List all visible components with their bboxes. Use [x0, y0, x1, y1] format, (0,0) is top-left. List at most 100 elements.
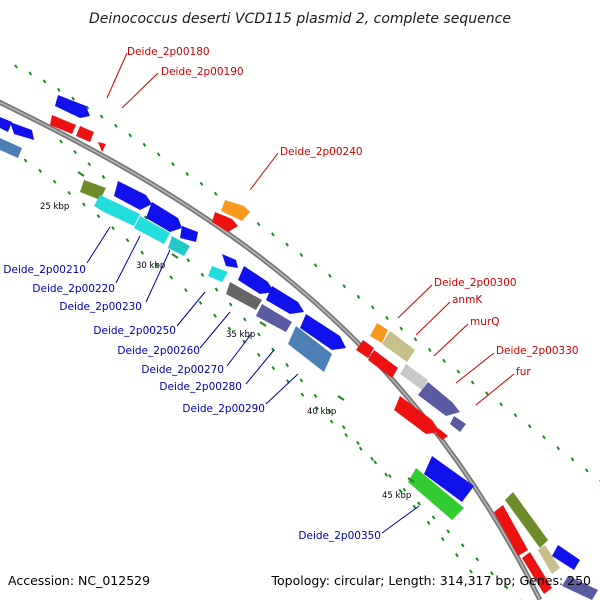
gc-dot [490, 571, 494, 576]
gc-dot [128, 133, 132, 138]
gene-glyph[interactable] [212, 212, 238, 232]
gene-glyph[interactable] [266, 286, 304, 314]
gene-glyph[interactable] [552, 545, 580, 570]
gc-dot [341, 425, 346, 430]
gc-dot [499, 402, 503, 407]
gc-dot [14, 64, 18, 69]
gene-label-deide-2p00180[interactable]: Deide_2p00180 [127, 46, 210, 58]
gene-label-deide-2p00330[interactable]: Deide_2p00330 [496, 345, 579, 357]
gene-label-anmk[interactable]: anmK [452, 294, 483, 306]
gc-dot [52, 179, 57, 184]
gene-glyph[interactable] [356, 340, 374, 358]
gc-dot [469, 569, 473, 574]
gc-dot [114, 123, 118, 128]
gene-label-fur[interactable]: fur [516, 366, 531, 378]
gc-dot [315, 405, 319, 411]
gene-label-deide-2p00260[interactable]: Deide_2p00260 [117, 345, 200, 357]
gene-glyph[interactable] [98, 142, 106, 152]
gene-glyph[interactable] [494, 505, 528, 556]
gene-label-deide-2p00190[interactable]: Deide_2p00190 [161, 66, 244, 78]
gene-glyph[interactable] [168, 236, 190, 256]
gene-label-deide-2p00270[interactable]: Deide_2p00270 [141, 364, 224, 376]
gc-dot [417, 501, 421, 506]
gc-dot [513, 413, 518, 418]
gene-glyph[interactable] [368, 350, 398, 378]
gene-glyph[interactable] [114, 181, 152, 210]
gene-label-deide-2p00280[interactable]: Deide_2p00280 [159, 381, 242, 393]
gc-dot [242, 317, 247, 322]
gene-glyph[interactable] [522, 552, 552, 594]
gene-glyph[interactable] [10, 122, 34, 140]
gene-glyph[interactable] [0, 117, 12, 132]
gene-glyph[interactable] [288, 326, 332, 372]
gc-dot [99, 114, 104, 119]
gene-glyph[interactable] [208, 266, 228, 282]
gene-glyph[interactable] [436, 428, 448, 440]
gene-glyph[interactable] [0, 138, 22, 158]
gene-glyph[interactable] [134, 216, 170, 244]
gene-glyph[interactable] [222, 254, 238, 268]
gene-glyph[interactable] [76, 126, 94, 142]
gc-dot [470, 380, 475, 385]
gc-dot [56, 87, 61, 92]
tick-label-40kbp: 40 kbp [307, 407, 336, 417]
gc-dot [213, 191, 218, 196]
gc-dot [356, 440, 360, 446]
gc-dot [228, 302, 233, 307]
gene-glyph[interactable] [538, 545, 560, 574]
gene-glyph[interactable] [382, 331, 415, 362]
gene-glyph[interactable] [50, 115, 76, 134]
gene-glyph[interactable] [394, 396, 440, 434]
gene-glyph[interactable] [221, 200, 250, 221]
gene-glyph[interactable] [408, 468, 464, 520]
forward-leader-lines [106, 52, 515, 406]
gc-dot [370, 456, 374, 461]
gc-dot [59, 139, 63, 144]
gene-glyph[interactable] [55, 95, 90, 118]
gc-dot [584, 468, 589, 473]
gene-label-deide-2p00240[interactable]: Deide_2p00240 [280, 146, 363, 158]
backbone [0, 99, 543, 600]
gc-dot [399, 326, 404, 331]
gc-dot [556, 446, 561, 451]
gc-dot [156, 152, 161, 157]
gene-label-murq[interactable]: murQ [470, 316, 499, 328]
gc-dot [431, 515, 436, 520]
gene-glyph[interactable] [450, 416, 466, 432]
forward-label-group: Deide_2p00180 Deide_2p00190 Deide_2p0024… [127, 46, 579, 378]
gene-glyph[interactable] [94, 195, 140, 226]
reverse-genes [0, 122, 474, 520]
gc-dot [388, 473, 392, 479]
gene-label-deide-2p00290[interactable]: Deide_2p00290 [182, 403, 265, 415]
gene-glyph[interactable] [400, 364, 428, 390]
gc-dot [227, 326, 232, 331]
gene-glyph[interactable] [562, 576, 598, 600]
gene-glyph[interactable] [256, 304, 292, 332]
gc-dot [475, 557, 480, 562]
gene-label-deide-2p00220[interactable]: Deide_2p00220 [32, 283, 115, 295]
gc-dot [384, 472, 389, 477]
gc-dot [426, 520, 431, 525]
gene-label-deide-2p00230[interactable]: Deide_2p00230 [59, 301, 142, 313]
gc-dot [344, 433, 348, 438]
gene-label-deide-2p00300[interactable]: Deide_2p00300 [434, 277, 517, 289]
gc-dot [140, 250, 144, 255]
gene-label-deide-2p00210[interactable]: Deide_2p00210 [3, 264, 86, 276]
gene-glyph[interactable] [80, 180, 106, 200]
gene-label-deide-2p00350[interactable]: Deide_2p00350 [298, 530, 381, 542]
gene-glyph[interactable] [505, 492, 548, 548]
gene-glyph[interactable] [300, 314, 346, 350]
gc-dot [87, 162, 92, 167]
gene-glyph[interactable] [238, 266, 274, 294]
gene-glyph[interactable] [180, 226, 198, 242]
gene-glyph[interactable] [146, 202, 182, 232]
gene-label-deide-2p00250[interactable]: Deide_2p00250 [93, 325, 176, 337]
gc-dot [185, 171, 190, 176]
gene-glyph[interactable] [424, 456, 474, 502]
gene-glyph[interactable] [418, 382, 460, 416]
gc-dot [256, 352, 261, 357]
gene-glyph[interactable] [370, 323, 388, 343]
reverse-leader-lines [86, 226, 420, 534]
gene-glyph[interactable] [226, 282, 262, 310]
gc-dot [455, 553, 459, 558]
